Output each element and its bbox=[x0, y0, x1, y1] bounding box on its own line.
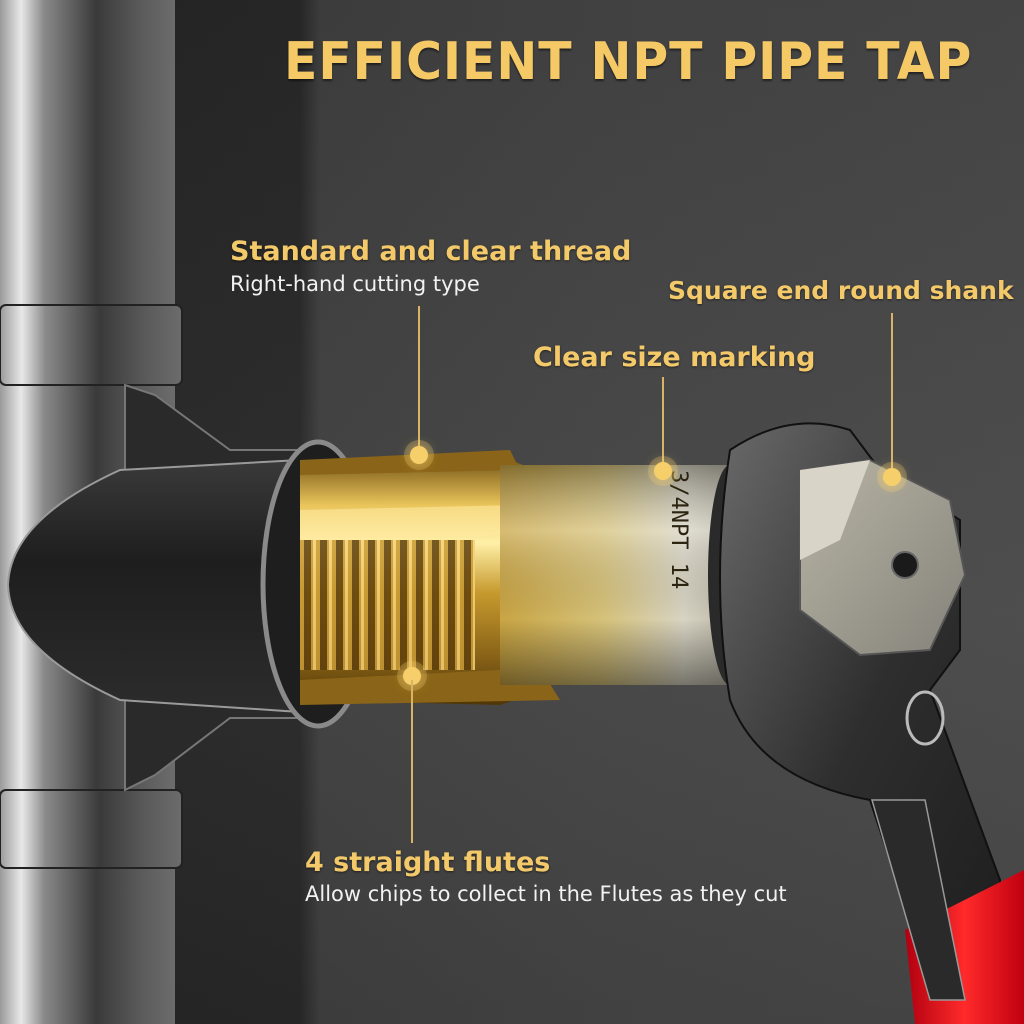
callout-shank-title: Square end round shank bbox=[668, 276, 1014, 305]
callout-flutes-subtitle: Allow chips to collect in the Flutes as … bbox=[305, 882, 787, 906]
callout-marking-title: Clear size marking bbox=[533, 342, 816, 373]
callout-thread-leader-line bbox=[418, 306, 420, 452]
callout-flutes-title: 4 straight flutes bbox=[305, 847, 551, 878]
page-title: EFFICIENT NPT PIPE TAP bbox=[284, 32, 973, 92]
callout-thread-marker-icon bbox=[410, 446, 428, 464]
callout-flutes-leader-line bbox=[411, 680, 413, 843]
callout-flutes-marker-icon bbox=[403, 667, 421, 685]
callout-marking-marker-icon bbox=[654, 462, 672, 480]
callout-marking-leader-line bbox=[662, 377, 664, 467]
size-marking-engraving: 3/4NPT 14 bbox=[666, 470, 691, 589]
callout-shank-leader-line bbox=[891, 313, 893, 473]
callout-thread-title: Standard and clear thread bbox=[230, 236, 632, 267]
callout-thread-subtitle: Right-hand cutting type bbox=[230, 272, 480, 296]
callout-shank-marker-icon bbox=[883, 468, 901, 486]
